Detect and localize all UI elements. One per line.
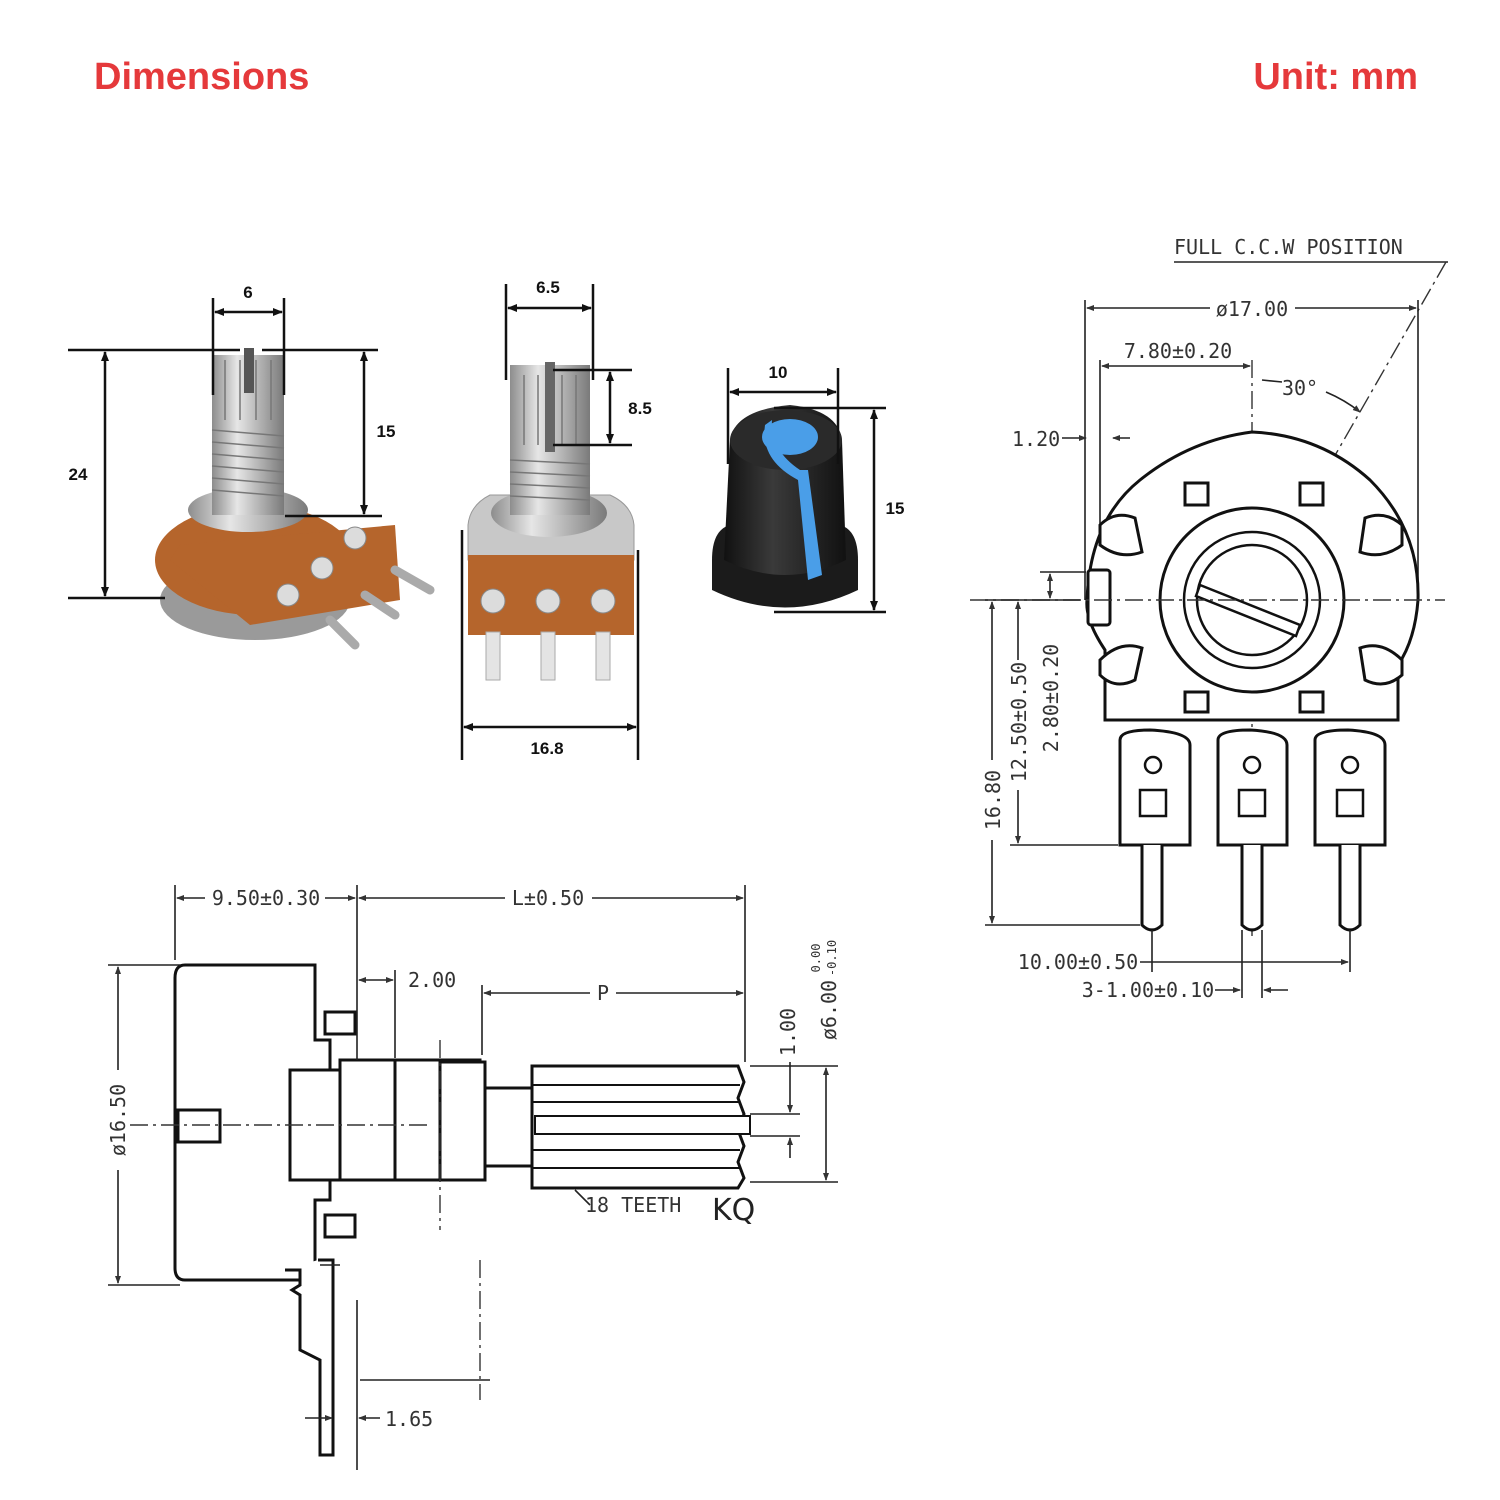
ccw-label: FULL C.C.W POSITION [1174, 235, 1403, 259]
dim-pin-pitch: 10.00±0.50 [1018, 950, 1138, 974]
pot-photo-angled [155, 348, 435, 650]
dim-knob-dia: 10 [769, 363, 788, 382]
dim-photo2: 6.5 8.5 16.8 [460, 278, 652, 760]
dim-shaft-tol-lower: -0.10 [825, 940, 839, 976]
dim-slot: 1.00 [776, 1008, 800, 1056]
dim-outer-dia: ø17.00 [1216, 297, 1288, 321]
dim-bushing: 2.00 [408, 968, 456, 992]
dim-total-height: 24 [69, 465, 88, 484]
teeth-label: 18 TEETH [585, 1193, 681, 1217]
pot-photo-front [467, 362, 635, 681]
model-label: KQ [712, 1193, 755, 1228]
dim-shaft-tol-upper: 0.00 [809, 944, 823, 973]
dim-offset: 7.80±0.20 [1124, 339, 1232, 363]
dim-shaft-dia-tech: ø6.00 [817, 980, 841, 1040]
unit-label: Unit: mm [1253, 56, 1418, 98]
dim-shaft-dia-2: 6.5 [536, 278, 560, 297]
dim-h-small: 2.80±0.20 [1039, 644, 1063, 752]
dim-body-width: 16.8 [530, 739, 563, 758]
dim-angle: 30° [1282, 376, 1318, 400]
dim-knob-height: 15 [886, 499, 905, 518]
dim-knurl-len: 8.5 [628, 399, 652, 418]
dim-pin-width: 3-1.00±0.10 [1082, 978, 1214, 1002]
dim-body-dia: ø16.50 [106, 1084, 130, 1156]
front-view-drawing: FULL C.C.W POSITION ø17.00 7.80±0.20 30°… [970, 235, 1448, 1002]
dim-body-depth: 9.50±0.30 [212, 886, 320, 910]
dim-knurl: P [597, 981, 609, 1005]
dim-h-mid: 12.50±0.50 [1007, 662, 1031, 782]
dim-knob: 10 15 [726, 363, 905, 614]
page-title: Dimensions [94, 56, 310, 98]
dim-shaft-height: 15 [377, 422, 396, 441]
dim-shaft-dia: 6 [243, 283, 252, 302]
dim-h-total: 16.80 [981, 770, 1005, 830]
dim-lug: 1.20 [1012, 427, 1060, 451]
dim-terminal: 1.65 [385, 1407, 433, 1431]
side-view-drawing: 9.50±0.30 L±0.50 2.00 P 1.00 ø6.00 0.00 … [106, 885, 841, 1470]
knob-photo [712, 405, 858, 608]
dim-photo1: 6 24 15 [68, 283, 396, 600]
dim-shaft-len: L±0.50 [512, 886, 584, 910]
